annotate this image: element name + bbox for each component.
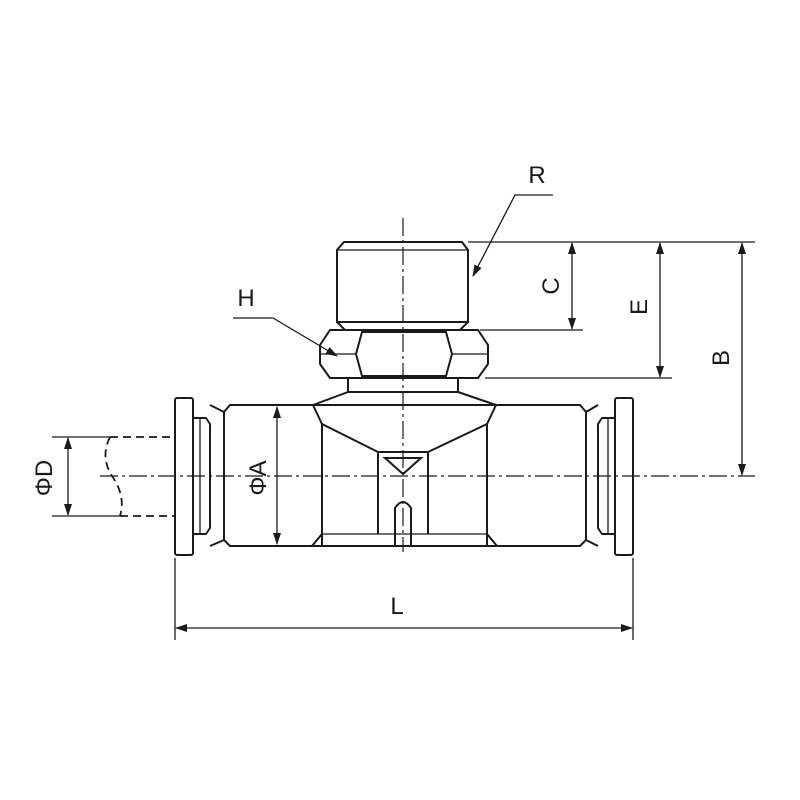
label-r: R bbox=[528, 162, 545, 189]
hex-nut bbox=[319, 329, 489, 379]
label-c: C bbox=[538, 277, 565, 294]
leader-h: H bbox=[233, 285, 338, 357]
label-phi-d: ΦD bbox=[31, 460, 58, 496]
tube-phantom bbox=[104, 436, 175, 517]
dimension-phi-a: ΦA bbox=[245, 406, 281, 545]
tee-body bbox=[174, 378, 634, 556]
dimension-l: L bbox=[174, 558, 634, 640]
label-phi-a: ΦA bbox=[245, 460, 272, 495]
label-l: L bbox=[390, 593, 403, 620]
dimension-b: B bbox=[708, 242, 746, 476]
label-e: E bbox=[626, 299, 653, 315]
dimension-phi-d: ΦD bbox=[31, 436, 120, 517]
leader-r: R bbox=[472, 162, 553, 277]
label-h: H bbox=[237, 285, 254, 312]
label-b: B bbox=[708, 350, 735, 366]
dimension-e: E bbox=[626, 242, 664, 378]
dimension-c: C bbox=[538, 242, 576, 330]
